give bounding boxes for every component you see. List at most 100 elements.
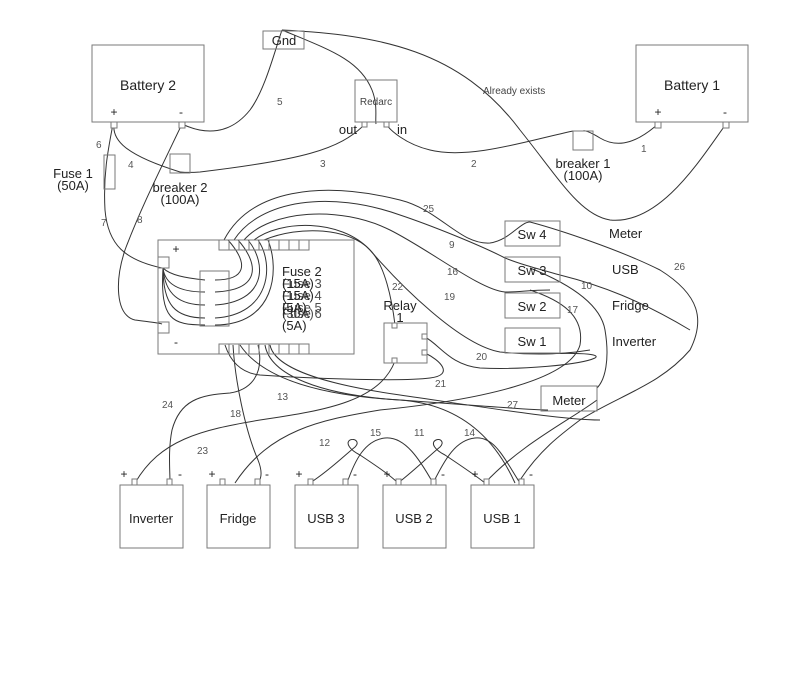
- redarc-label: Redarc: [360, 97, 392, 108]
- fuse-3-label: Fuse 3: [282, 276, 322, 291]
- switch-1-label: Sw 1: [518, 334, 547, 349]
- wire-19: [253, 225, 591, 355]
- switch-2-function: Fridge: [612, 298, 649, 313]
- usb-2-minus: -: [441, 467, 445, 481]
- fuse-wire: [214, 239, 253, 293]
- load-usb-3: USB 3 + -: [294, 467, 359, 549]
- battery-1-minus: -: [723, 105, 727, 119]
- inverter-minus-terminal[interactable]: [166, 478, 173, 486]
- bus-wire: [162, 267, 206, 306]
- wire-number-27: 27: [507, 400, 519, 411]
- breaker-2-rating: (100A): [160, 192, 199, 207]
- fridge-label: Fridge: [220, 511, 257, 526]
- wire-17: [234, 289, 582, 484]
- usb-3-plus: +: [295, 467, 302, 481]
- wire-4: [113, 123, 181, 173]
- switch-1-function: Inverter: [612, 334, 657, 349]
- wire-number-11: 11: [414, 428, 425, 439]
- wire-14-long: [264, 344, 516, 484]
- breaker-1: breaker 1 (100A): [556, 130, 611, 183]
- wire-number-23: 23: [197, 446, 209, 457]
- negative-bus-terminal[interactable]: [157, 321, 170, 334]
- already-exists-note: Already exists: [483, 86, 545, 97]
- battery-1-plus: +: [654, 105, 661, 119]
- battery-1-plus-terminal[interactable]: [654, 121, 662, 129]
- redarc: Redarc out in: [339, 79, 407, 137]
- wire-number-6: 6: [96, 140, 102, 151]
- battery-2-minus: -: [179, 105, 183, 119]
- wire-number-15: 15: [370, 428, 382, 439]
- relay-terminal-right-2[interactable]: [421, 349, 428, 356]
- fridge-minus-terminal[interactable]: [254, 478, 261, 486]
- usb-1-minus: -: [529, 467, 533, 481]
- breaker-2-label: breaker 2: [153, 180, 208, 195]
- fuse-1-rating: (50A): [57, 178, 89, 193]
- wire-15: [346, 437, 434, 484]
- wire-11: [397, 439, 486, 484]
- wire-9: [233, 200, 691, 331]
- wire-number-19: 19: [444, 292, 456, 303]
- gnd: Gnd: [262, 30, 305, 50]
- wire-8: [117, 123, 183, 325]
- wire-number-12: 12: [319, 438, 331, 449]
- wire-number-1: 1: [641, 144, 647, 155]
- usb-1-minus-terminal[interactable]: [518, 478, 525, 486]
- bus-wire: [162, 267, 206, 281]
- switch-panel: Sw 4 Sw 3 Sw 2 Sw 1 Meter USB Fridge Inv…: [504, 220, 657, 354]
- fridge-plus-terminal[interactable]: [219, 478, 226, 486]
- switch-4[interactable]: Sw 4: [504, 220, 561, 247]
- usb-2-plus-terminal[interactable]: [395, 478, 402, 486]
- battery-1: Battery 1 + -: [635, 44, 749, 129]
- fuse-6-rating: (5A): [282, 318, 307, 333]
- breaker-1-label: breaker 1: [556, 156, 611, 171]
- wire-sw4-26: [519, 221, 699, 481]
- usb-2-minus-terminal[interactable]: [430, 478, 437, 486]
- wire-16: [243, 213, 551, 293]
- top-terminal-strip: [218, 239, 310, 251]
- wire-relay-inverter: [134, 360, 396, 484]
- gnd-label: Gnd: [272, 33, 297, 48]
- battery-2-plus: +: [110, 105, 117, 119]
- switch-4-label: Sw 4: [518, 227, 547, 242]
- battery-1-minus-terminal[interactable]: [722, 121, 730, 129]
- redarc-in-label: in: [397, 122, 407, 137]
- wire-number-13: 13: [277, 392, 289, 403]
- wire-number-24: 24: [162, 400, 174, 411]
- wire-2: [385, 123, 574, 154]
- wire-number-2: 2: [471, 159, 477, 170]
- relay-1: Relay 1: [383, 298, 428, 364]
- usb-1-plus-terminal[interactable]: [483, 478, 490, 486]
- redarc-in-terminal[interactable]: [383, 121, 390, 128]
- wire-number-21: 21: [435, 379, 447, 390]
- inverter-minus: -: [178, 467, 182, 481]
- switch-2[interactable]: Sw 2: [504, 292, 561, 319]
- usb-1-label: USB 1: [483, 511, 521, 526]
- battery-2-minus-terminal[interactable]: [178, 121, 186, 129]
- inverter-plus-terminal[interactable]: [131, 478, 138, 486]
- redarc-out-terminal[interactable]: [361, 121, 368, 128]
- wire-number-3: 3: [320, 159, 326, 170]
- wire-10: [529, 267, 608, 389]
- usb-2-plus: +: [383, 467, 390, 481]
- relay-label: Relay: [383, 298, 417, 313]
- meter: Meter: [540, 385, 598, 412]
- load-fridge: Fridge + -: [206, 467, 271, 549]
- positive-bus-terminal[interactable]: [157, 256, 170, 269]
- wire-number-5: 5: [277, 97, 283, 108]
- fuse-wire: [214, 239, 243, 281]
- usb-3-plus-terminal[interactable]: [307, 478, 314, 486]
- relay-terminal-top[interactable]: [391, 322, 398, 329]
- wire-number-7: 7: [101, 218, 107, 229]
- wire-number-16: 16: [447, 267, 459, 278]
- switch-3[interactable]: Sw 3: [504, 256, 561, 283]
- switch-1[interactable]: Sw 1: [504, 327, 561, 354]
- fuse-block-minus: -: [174, 335, 178, 349]
- relay-terminal-right-1[interactable]: [421, 333, 428, 340]
- switch-4-function: Meter: [609, 226, 643, 241]
- usb-2-label: USB 2: [395, 511, 433, 526]
- usb-3-minus: -: [353, 467, 357, 481]
- relay-terminal-bottom[interactable]: [391, 357, 398, 364]
- usb-1-plus: +: [471, 467, 478, 481]
- usb-3-minus-terminal[interactable]: [342, 478, 349, 486]
- battery-2-plus-terminal[interactable]: [110, 121, 118, 129]
